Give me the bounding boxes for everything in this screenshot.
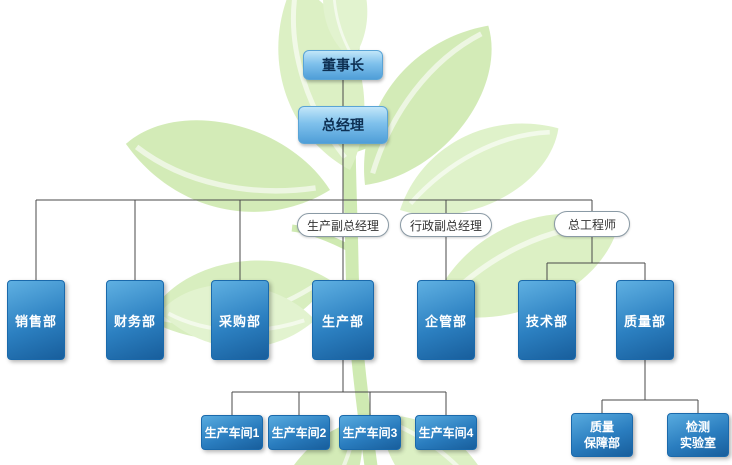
- org-node-dept-purchasing: 采购部: [211, 280, 269, 360]
- org-node-quality-assurance: 质量 保障部: [571, 413, 633, 457]
- org-node-dept-production: 生产部: [312, 280, 374, 360]
- org-node-dept-quality: 质量部: [616, 280, 674, 360]
- org-node-deputy-admin: 行政副总经理: [400, 213, 492, 237]
- org-node-chairman: 董事长: [303, 50, 383, 80]
- org-node-testing-lab: 检测 实验室: [667, 413, 729, 457]
- org-node-workshop-4: 生产车间4: [415, 415, 477, 450]
- org-node-deputy-production: 生产副总经理: [297, 213, 389, 237]
- org-node-workshop-2: 生产车间2: [268, 415, 330, 450]
- org-node-general-manager: 总经理: [298, 106, 388, 144]
- org-node-dept-sales: 销售部: [7, 280, 65, 360]
- org-node-dept-management: 企管部: [417, 280, 475, 360]
- org-node-dept-technology: 技术部: [518, 280, 576, 360]
- org-node-workshop-3: 生产车间3: [339, 415, 401, 450]
- org-node-chief-engineer: 总工程师: [554, 211, 630, 237]
- org-node-dept-finance: 财务部: [106, 280, 164, 360]
- org-node-workshop-1: 生产车间1: [201, 415, 263, 450]
